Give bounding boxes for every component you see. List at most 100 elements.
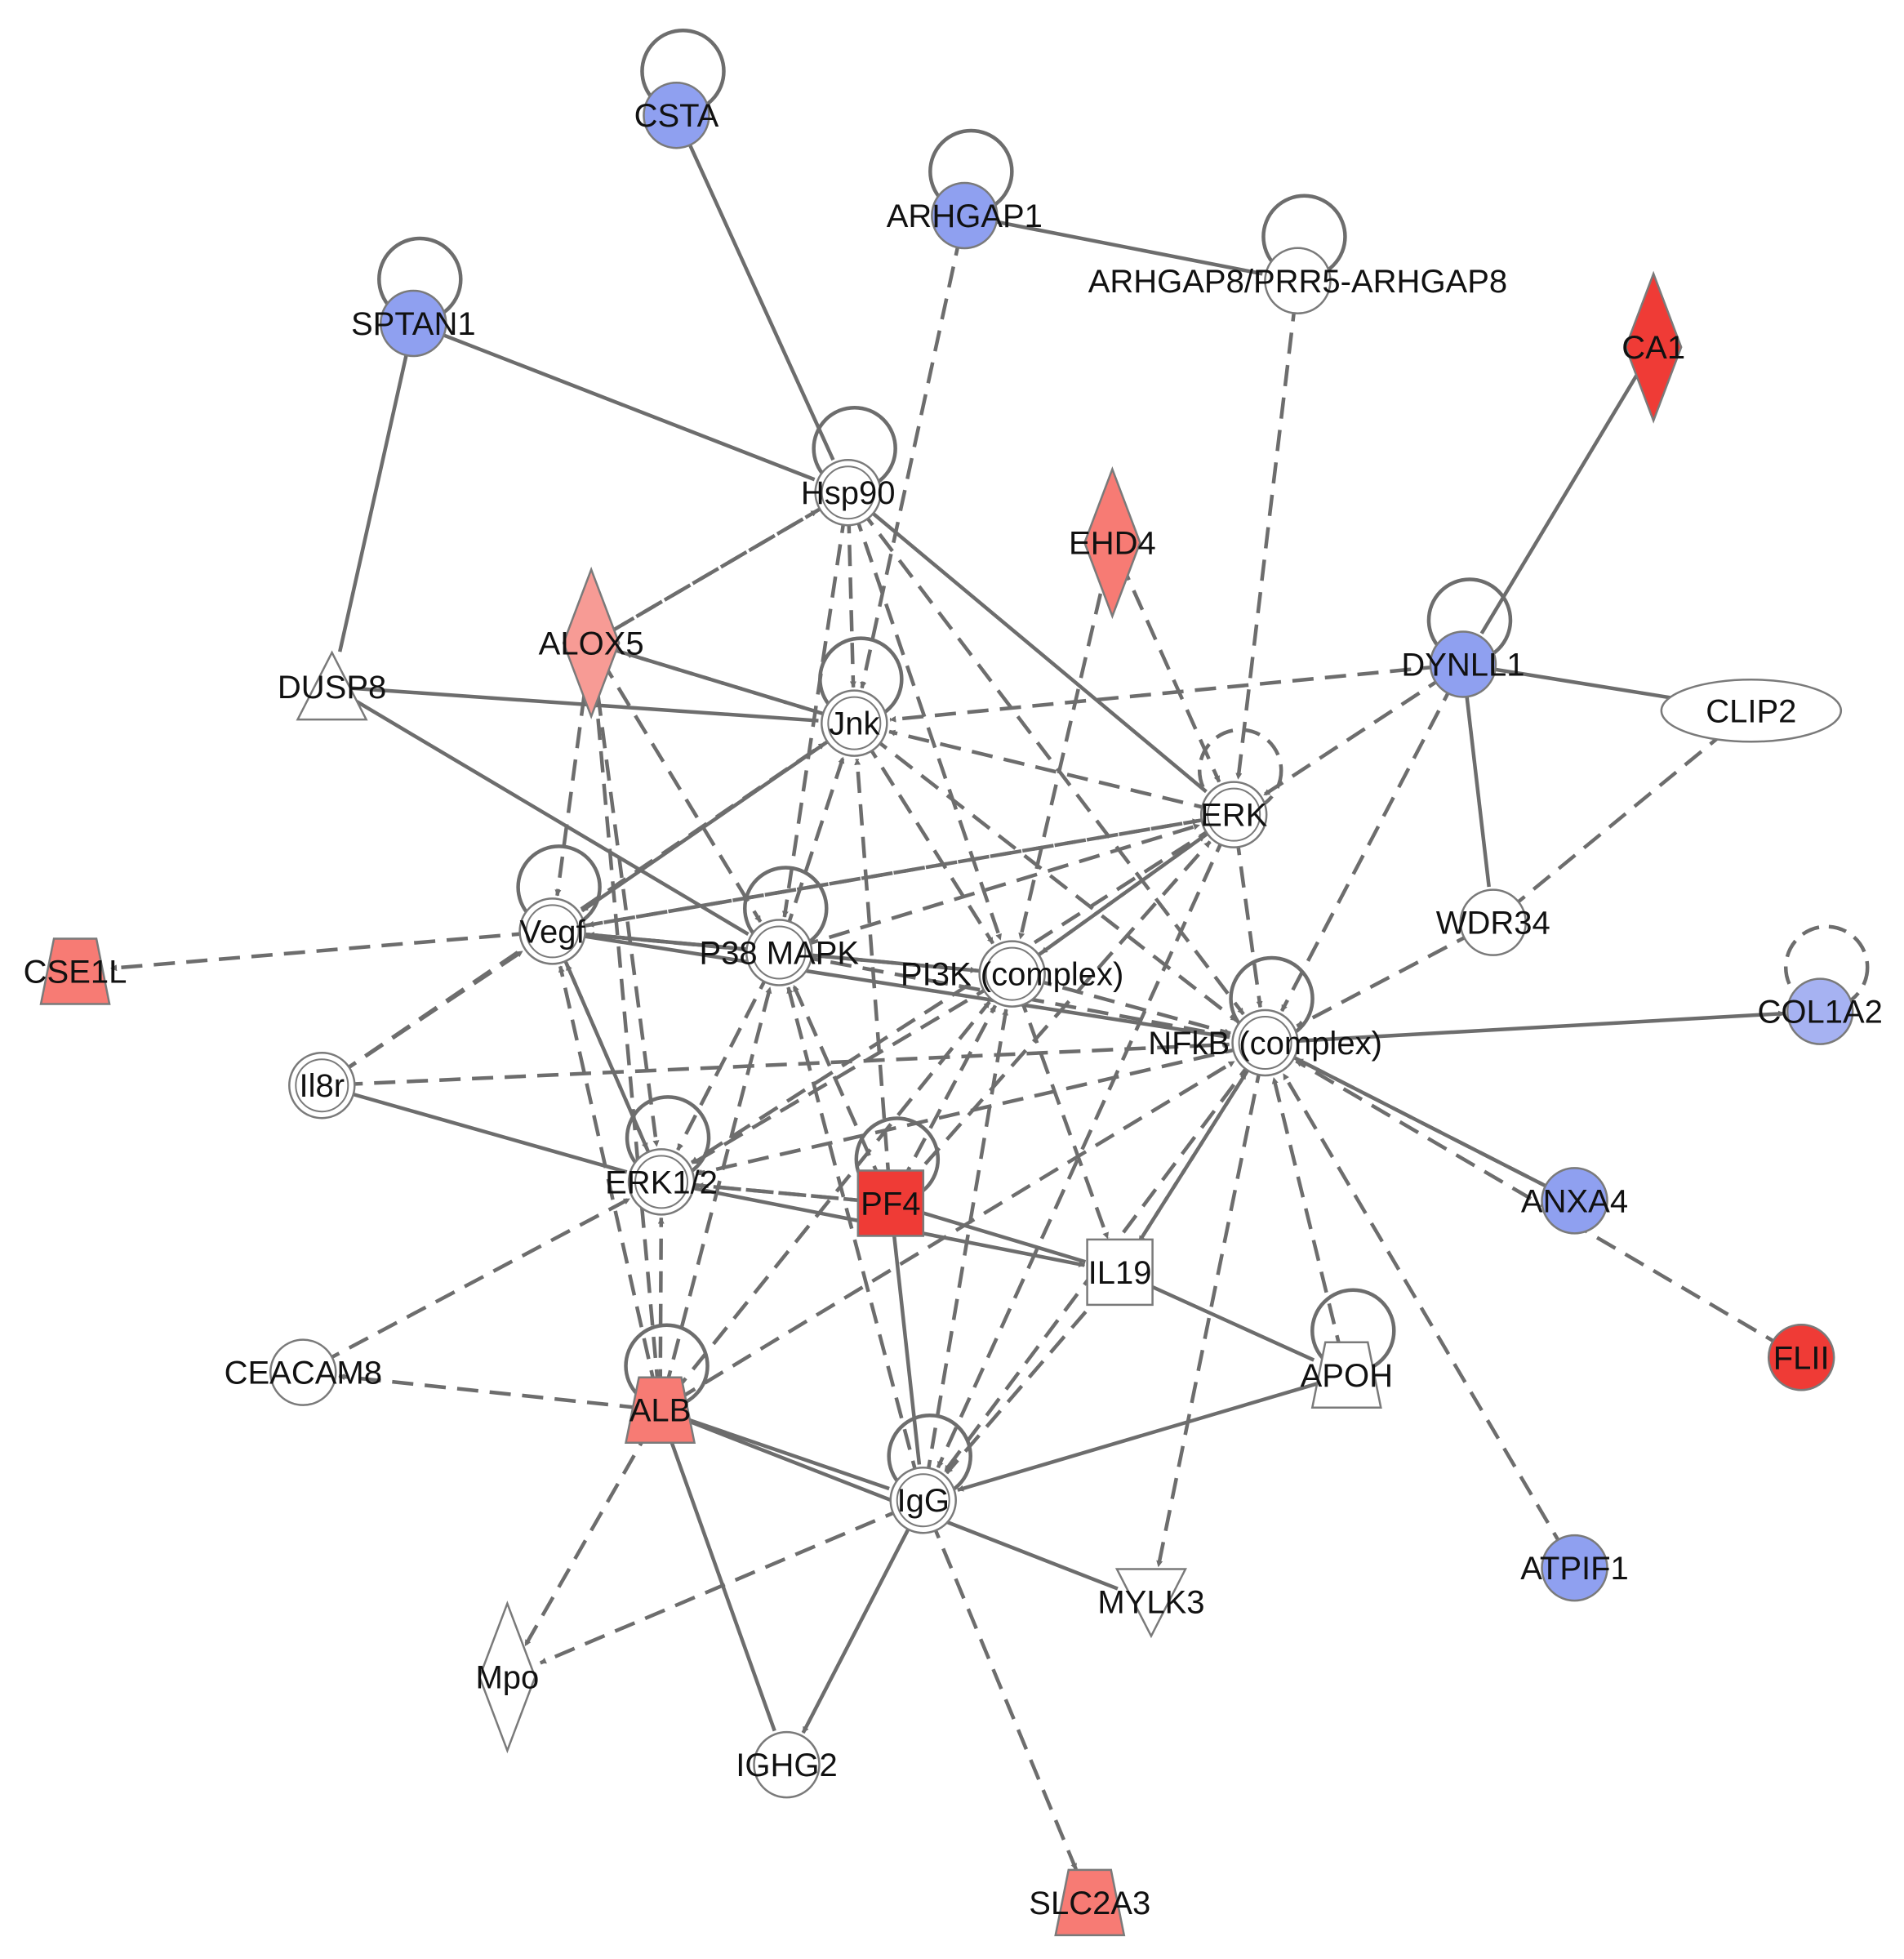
node-erk12[interactable]: ERK1/2 [605,1148,718,1216]
edge-dynll1-to-wdr34 [1463,683,1491,888]
node-arhgap8[interactable]: ARHGAP8/PRR5-ARHGAP8 [1088,247,1507,315]
node-il8r[interactable]: Il8r [288,1051,356,1120]
node-wdr34[interactable]: WDR34 [1436,888,1550,956]
node-shape-erk12 [634,1155,689,1209]
node-shape-alox5 [562,566,621,719]
node-shape-arhgap8 [1264,247,1332,315]
node-anxa4[interactable]: ANXA4 [1521,1167,1628,1235]
node-atpif1[interactable]: ATPIF1 [1520,1534,1629,1602]
edge-alb-to-mpo [523,1426,652,1647]
node-pi3k[interactable]: PI3K (complex) [901,940,1123,1008]
edge-ca1-to-dynll1 [1479,363,1645,634]
node-label-csta: CSTA [634,98,719,134]
node-label-nfkb: NFkB (complex) [1148,1026,1382,1062]
edge-alb-to-ighg2 [665,1427,776,1732]
node-label-mylk3: MYLK3 [1097,1585,1204,1621]
node-p38[interactable]: P38 MAPK [699,919,859,986]
node-apoh[interactable]: APOH [1301,1341,1393,1409]
node-nfkb[interactable]: NFkB (complex) [1148,1008,1382,1077]
node-shape-ca1 [1624,270,1683,424]
edge-csta-to-hsp90 [683,132,835,461]
node-shape-pi3k [985,946,1039,1001]
edge-wdr34-to-nfkb [1296,929,1477,1028]
node-pf4[interactable]: PF4 [856,1169,925,1237]
node-label-hsp90: Hsp90 [801,475,896,511]
node-label-ighg2: IGHG2 [736,1748,837,1783]
node-label-wdr34: WDR34 [1436,906,1550,942]
edge-nfkb-to-igg [943,1057,1255,1473]
node-label-alb: ALB [629,1393,692,1429]
node-shape-flii [1767,1324,1835,1391]
node-flii[interactable]: FLII [1767,1324,1835,1391]
edge-p38-to-erk [797,823,1200,949]
node-ceacam8[interactable]: CEACAM8 [225,1338,382,1406]
edge-pi3k-to-nfkb [1030,977,1231,1035]
node-csta[interactable]: CSTA [634,81,719,149]
node-ighg2[interactable]: IGHG2 [736,1730,838,1799]
node-shape-dusp8 [296,650,368,721]
node-ehd4[interactable]: EHD4 [1069,466,1156,620]
node-il19[interactable]: IL19 [1086,1238,1154,1307]
edge-arhgap8-to-erk [1235,300,1297,780]
edge-dynll1-to-jnk [889,664,1444,723]
node-shape-p38 [752,925,807,980]
edge-jnk-to-alox5 [625,652,837,719]
edge-pf4-to-jnk [854,758,892,1184]
edge-vegf-to-erk [571,818,1199,930]
edge-arhgap1-to-arhgap8 [983,217,1263,276]
node-label-p38: P38 MAPK [699,936,859,972]
node-shape-mylk3 [1114,1568,1187,1639]
node-jnk[interactable]: Jnk [821,689,888,757]
edge-alb-to-nfkb [675,1059,1236,1402]
edge-igg-to-p38 [786,986,920,1482]
node-slc2a3[interactable]: SLC2A3 [1029,1868,1150,1937]
edge-pi3k-to-il19 [1017,991,1110,1240]
node-shape-mpo [478,1601,536,1754]
node-label-sptan1: SPTAN1 [351,306,476,342]
edge-igg-to-slc2a3 [928,1517,1079,1871]
edge-erk-to-igg [936,831,1228,1469]
edge-ehd4-to-pi3k [1018,561,1110,940]
edge-nfkb-to-anxa4 [1281,1049,1544,1187]
node-shape-il8r [295,1058,349,1113]
node-shape-atpif1 [1541,1534,1608,1602]
node-dynll1[interactable]: DYNLL1 [1401,630,1525,698]
node-col1a2[interactable]: COL1A2 [1757,977,1883,1045]
node-label-mpo: Mpo [475,1660,539,1696]
edge-alb-to-p38 [663,986,772,1392]
node-arhgap1[interactable]: ARHGAP1 [887,181,1043,250]
node-label-erk: ERK [1200,798,1268,834]
node-mpo[interactable]: Mpo [475,1601,539,1754]
node-label-ceacam8: CEACAM8 [225,1356,382,1391]
node-label-igg: IgG [896,1483,949,1519]
node-vegf[interactable]: Vegf [518,897,586,965]
edge-jnk-to-pi3k [863,738,995,945]
edge-igg-to-ighg2 [801,1516,916,1734]
node-erk[interactable]: ERK [1199,781,1268,848]
node-cse1l[interactable]: CSE1L [24,937,127,1005]
edge-pi3k-to-erk [1026,834,1206,964]
edge-alb-to-vegf [558,965,658,1391]
node-igg[interactable]: IgG [889,1466,957,1534]
node-label-dynll1: DYNLL1 [1401,647,1524,683]
edge-anxa4-to-nfkb [1296,1057,1559,1194]
node-shape-ehd4 [1083,466,1141,620]
node-hsp90[interactable]: Hsp90 [801,458,896,527]
node-clip2[interactable]: CLIP2 [1660,679,1843,743]
edge-pf4-to-erk [902,840,1212,1190]
edge-alox5-to-hsp90 [607,509,818,635]
node-ca1[interactable]: CA1 [1622,270,1685,424]
edge-il19-to-nfkb [1128,1071,1248,1257]
edge-igg-to-mpo [539,1506,906,1665]
node-mylk3[interactable]: MYLK3 [1097,1568,1205,1639]
edge-hsp90-to-p38 [781,511,847,918]
edge-nfkb-to-col1a2 [1284,1010,1786,1044]
node-dusp8[interactable]: DUSP8 [278,650,386,721]
node-label-col1a2: COL1A2 [1757,995,1882,1031]
node-alb[interactable]: ALB [625,1376,696,1444]
node-shape-anxa4 [1541,1167,1608,1235]
edge-ehd4-to-erk [1119,559,1221,783]
node-alox5[interactable]: ALOX5 [539,566,644,719]
node-sptan1[interactable]: SPTAN1 [351,289,476,358]
